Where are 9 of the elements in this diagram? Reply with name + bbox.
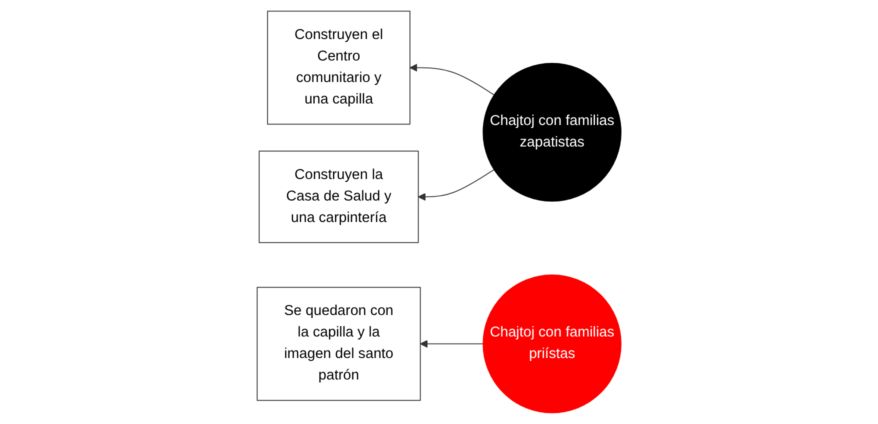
node-box: [267, 10, 410, 125]
node-circle: [482, 274, 622, 414]
node-box: [258, 150, 419, 244]
node-circle: [482, 62, 622, 202]
diagram: Construyen el Centro comunitario y una capilla Construyen la Casa de Salud y una carpintería Chajtoj con familias zapatistas Chajtoj con familias priístas Se quedaron con la capilla y la imagen del santo patrón: [250, 4, 628, 420]
arrow: [409, 64, 494, 96]
arrow: [420, 340, 484, 348]
node-box: [256, 286, 421, 401]
arrow: [418, 169, 494, 201]
